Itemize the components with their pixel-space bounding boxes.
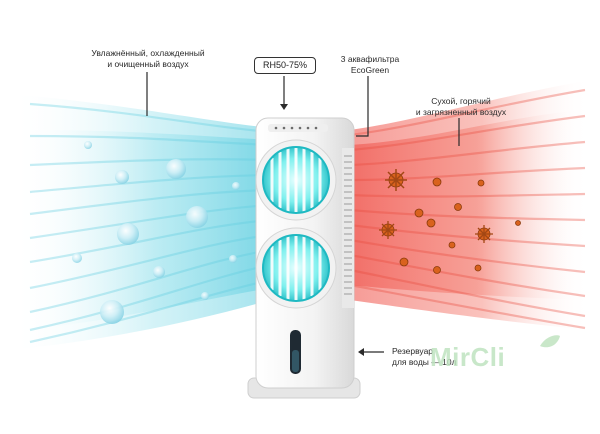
filters-label-line2: EcoGreen xyxy=(350,64,390,75)
watermark-leaf-icon xyxy=(540,335,560,348)
hot-air-label: Сухой, горячий и загрязненный воздух xyxy=(402,96,520,117)
hot-air-label-line2: и загрязненный воздух xyxy=(415,106,507,117)
pollutant-particle xyxy=(414,208,424,218)
water-droplet xyxy=(115,170,129,184)
water-droplet xyxy=(232,182,240,190)
callout-lines xyxy=(146,72,460,356)
pollutant-particles xyxy=(379,169,521,274)
water-droplet xyxy=(72,253,82,263)
control-panel xyxy=(268,124,328,132)
water-droplet xyxy=(153,266,165,278)
humidity-badge: RH50-75% xyxy=(254,57,316,74)
hot-air-stream xyxy=(349,80,590,330)
reservoir-label-line1: Резервуар xyxy=(392,346,434,356)
water-droplet xyxy=(117,223,139,245)
filters-label: 3 аквафильтра EcoGreen xyxy=(338,54,402,75)
water-droplet xyxy=(229,255,237,263)
pollutant-particle xyxy=(448,241,456,249)
pollutant-particle xyxy=(426,218,436,228)
cool-air-label: Увлажнённый, охлажденный и очищенный воз… xyxy=(80,48,216,69)
pollutant-particle xyxy=(454,203,462,211)
water-droplet xyxy=(186,206,208,228)
reservoir-label-line2: для воды — 10л xyxy=(392,356,457,367)
water-droplet xyxy=(84,141,92,149)
reservoir-label: Резервуар для воды — 10л xyxy=(392,346,472,367)
water-droplet xyxy=(100,300,124,324)
pollutant-particle xyxy=(379,221,397,239)
hot-air-label-line1: Сухой, горячий xyxy=(431,96,491,106)
cool-air-stream xyxy=(10,95,271,350)
cool-air-label-line2: и очищенный воздух xyxy=(107,58,189,69)
upper-fan xyxy=(255,139,337,221)
filters-label-line1: 3 аквафильтра xyxy=(340,54,400,64)
water-droplets xyxy=(72,141,240,324)
lower-fan xyxy=(255,227,337,309)
water-droplet xyxy=(201,292,209,300)
pollutant-particle xyxy=(385,169,407,191)
pollutant-particle xyxy=(433,266,441,274)
watermark-logo: MirCli xyxy=(430,342,506,372)
pollutant-particle xyxy=(474,264,482,272)
pollutant-particle xyxy=(432,177,442,187)
air-cooler-device xyxy=(247,117,361,399)
pollutant-particle xyxy=(515,220,521,226)
pollutant-particle xyxy=(399,257,409,267)
cool-air-label-line1: Увлажнённый, охлажденный xyxy=(91,48,205,58)
pollutant-particle xyxy=(477,179,485,187)
pollutant-particle xyxy=(475,225,493,243)
water-droplet xyxy=(166,159,186,179)
filters-pointer xyxy=(356,76,369,137)
